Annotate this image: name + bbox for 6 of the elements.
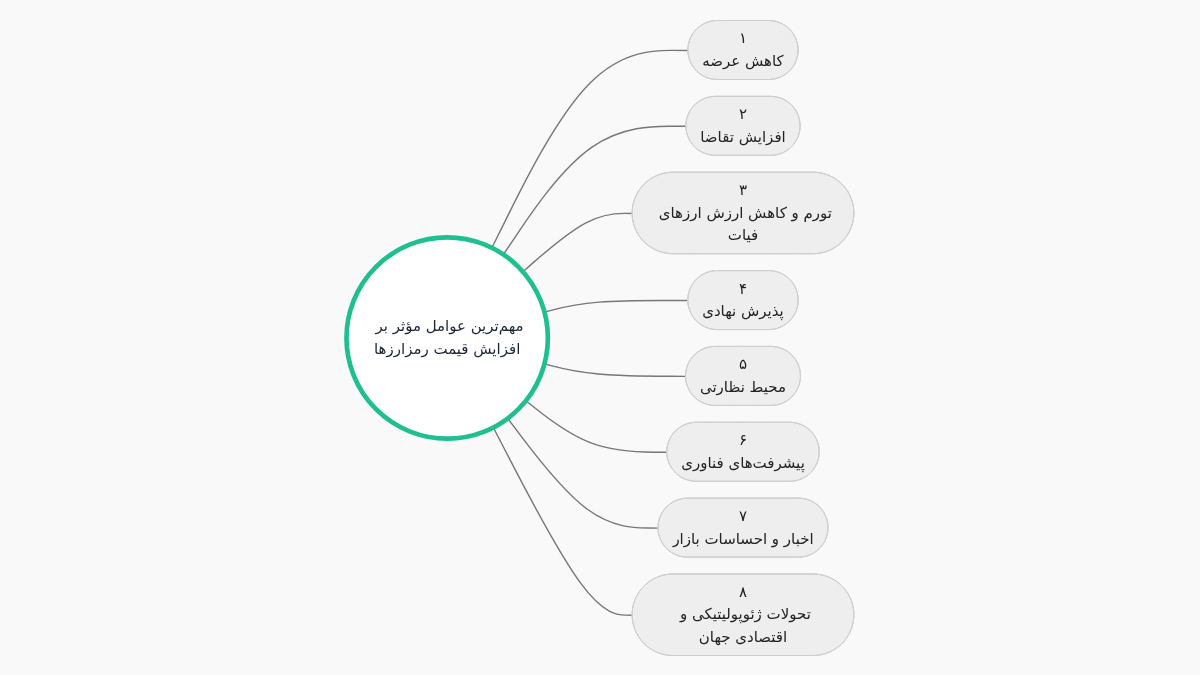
connector <box>502 125 687 255</box>
connector <box>522 212 634 272</box>
connector <box>525 399 668 453</box>
node-circle: مهم‌ترین عوامل مؤثر بر افزایش قیمت رمزارزها <box>344 234 551 441</box>
connector <box>506 417 659 529</box>
connector <box>491 49 689 248</box>
